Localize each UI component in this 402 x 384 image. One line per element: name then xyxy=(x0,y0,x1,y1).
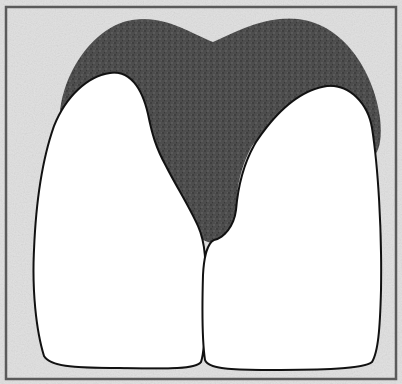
dental-diagram xyxy=(0,0,402,384)
